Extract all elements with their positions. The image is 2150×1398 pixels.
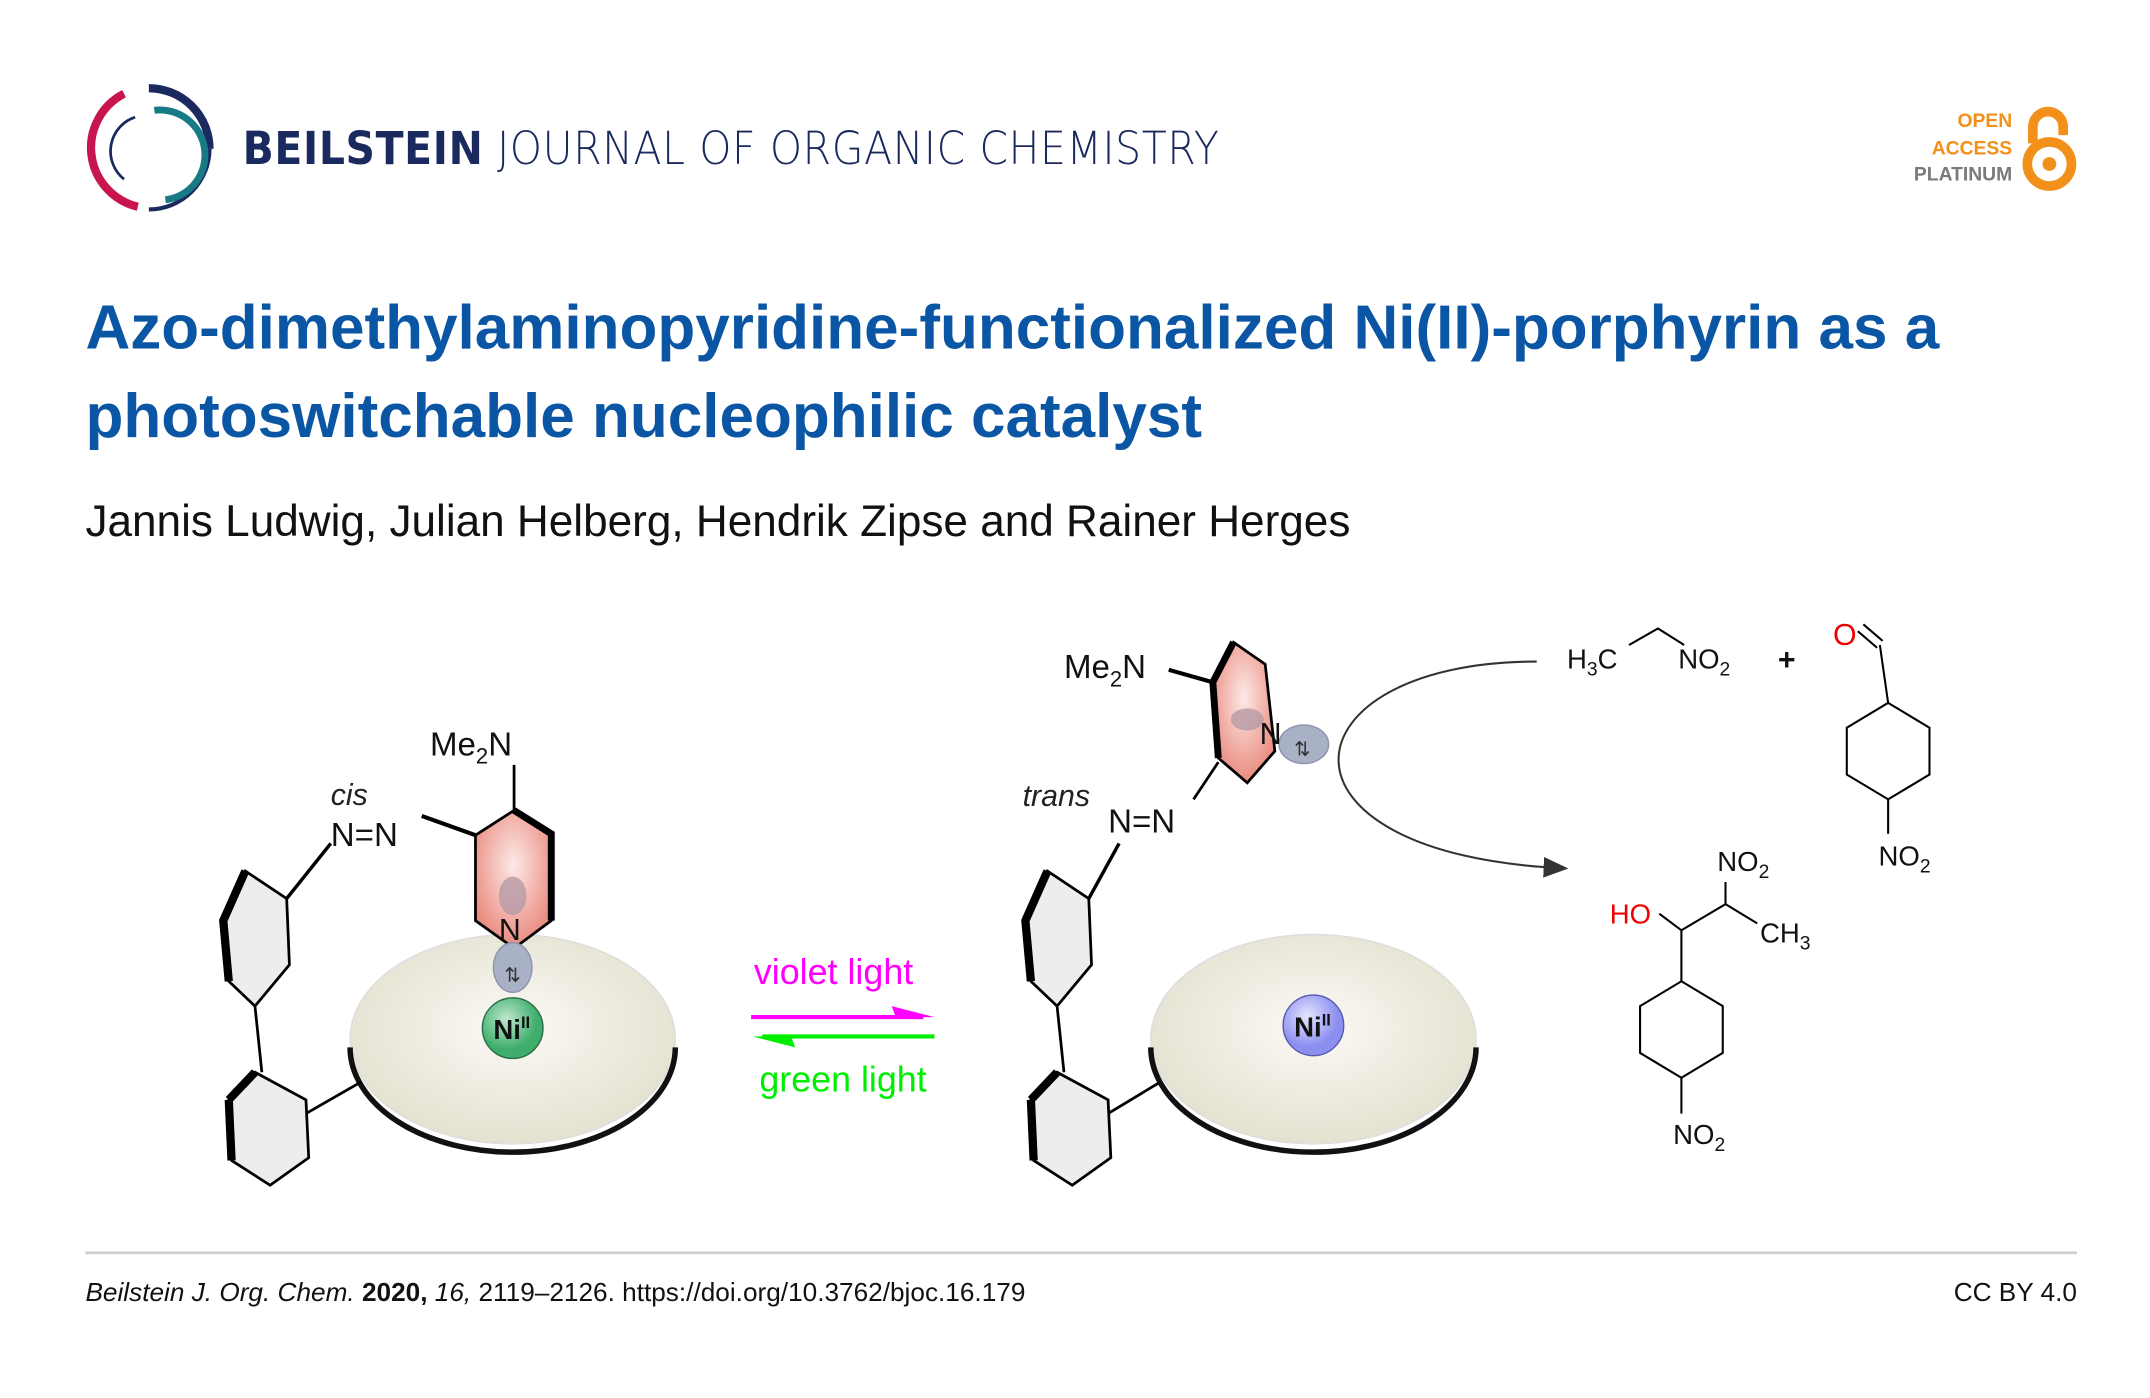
journal-name-bold: BEILSTEIN bbox=[242, 121, 484, 176]
license: CC BY 4.0 bbox=[1953, 1278, 2077, 1308]
product-ho: HO bbox=[1610, 898, 1651, 929]
footer-divider bbox=[85, 1251, 2077, 1255]
azo-label: N=N bbox=[331, 817, 398, 854]
pyridine-n-label-trans: N bbox=[1260, 718, 1282, 751]
azo-label-trans: N=N bbox=[1108, 803, 1175, 840]
citation: Beilstein J. Org. Chem. 2020, 16, 2119–2… bbox=[85, 1279, 1025, 1309]
violet-light-label: violet light bbox=[754, 952, 913, 992]
open-access-lock-icon bbox=[2022, 106, 2077, 191]
svg-text:⇅: ⇅ bbox=[1294, 739, 1310, 760]
citation-year: 2020, bbox=[361, 1278, 428, 1308]
me2n-label: Me2N bbox=[430, 726, 512, 768]
citation-doi-link[interactable]: 2119–2126. https://doi.org/10.3762/bjoc.… bbox=[478, 1278, 1026, 1308]
pyridine-n-label: N bbox=[499, 914, 521, 947]
svg-text:⇅: ⇅ bbox=[504, 965, 520, 986]
product-aryl-no2: NO2 bbox=[1673, 1119, 1725, 1156]
aldehyde-no2: NO2 bbox=[1878, 841, 1930, 878]
open-access-badge: OPEN ACCESS PLATINUM bbox=[1914, 107, 2012, 188]
equilibrium-arrows: violet light green light bbox=[751, 952, 935, 1100]
product-ch3: CH3 bbox=[1760, 918, 1811, 955]
me2n-label-trans: Me2N bbox=[1064, 649, 1146, 691]
citation-journal: Beilstein J. Org. Chem. bbox=[85, 1278, 355, 1308]
beilstein-logo-icon bbox=[86, 84, 214, 212]
oa-access: ACCESS bbox=[1931, 135, 2013, 158]
cis-isomer: ⇅ cis N=N Me2N N NiII bbox=[219, 726, 679, 1187]
journal-name-rest: JOURNAL OF ORGANIC CHEMISTRY bbox=[497, 121, 1220, 176]
oa-platinum: PLATINUM bbox=[1913, 162, 2013, 185]
aldehyde-oxygen: O bbox=[1833, 619, 1857, 652]
article-authors: Jannis Ludwig, Julian Helberg, Hendrik Z… bbox=[85, 496, 1351, 546]
article-title: Azo-dimethylaminopyridine-functionalized… bbox=[85, 292, 1940, 451]
plus-sign: + bbox=[1778, 644, 1796, 677]
ni-label-trans: NiII bbox=[1294, 1010, 1331, 1042]
trans-label: trans bbox=[1023, 780, 1090, 813]
journal-name: BEILSTEIN JOURNAL OF ORGANIC CHEMISTRY bbox=[243, 121, 1220, 175]
oa-open: OPEN bbox=[1957, 108, 2013, 131]
citation-volume: 16, bbox=[434, 1278, 472, 1308]
ni-label: NiII bbox=[493, 1013, 530, 1045]
cis-label: cis bbox=[331, 779, 368, 812]
green-light-label: green light bbox=[759, 1060, 926, 1100]
trans-isomer: ⇅ trans N=N Me2N N NiII bbox=[1021, 640, 1479, 1187]
product-no2: NO2 bbox=[1717, 846, 1769, 883]
